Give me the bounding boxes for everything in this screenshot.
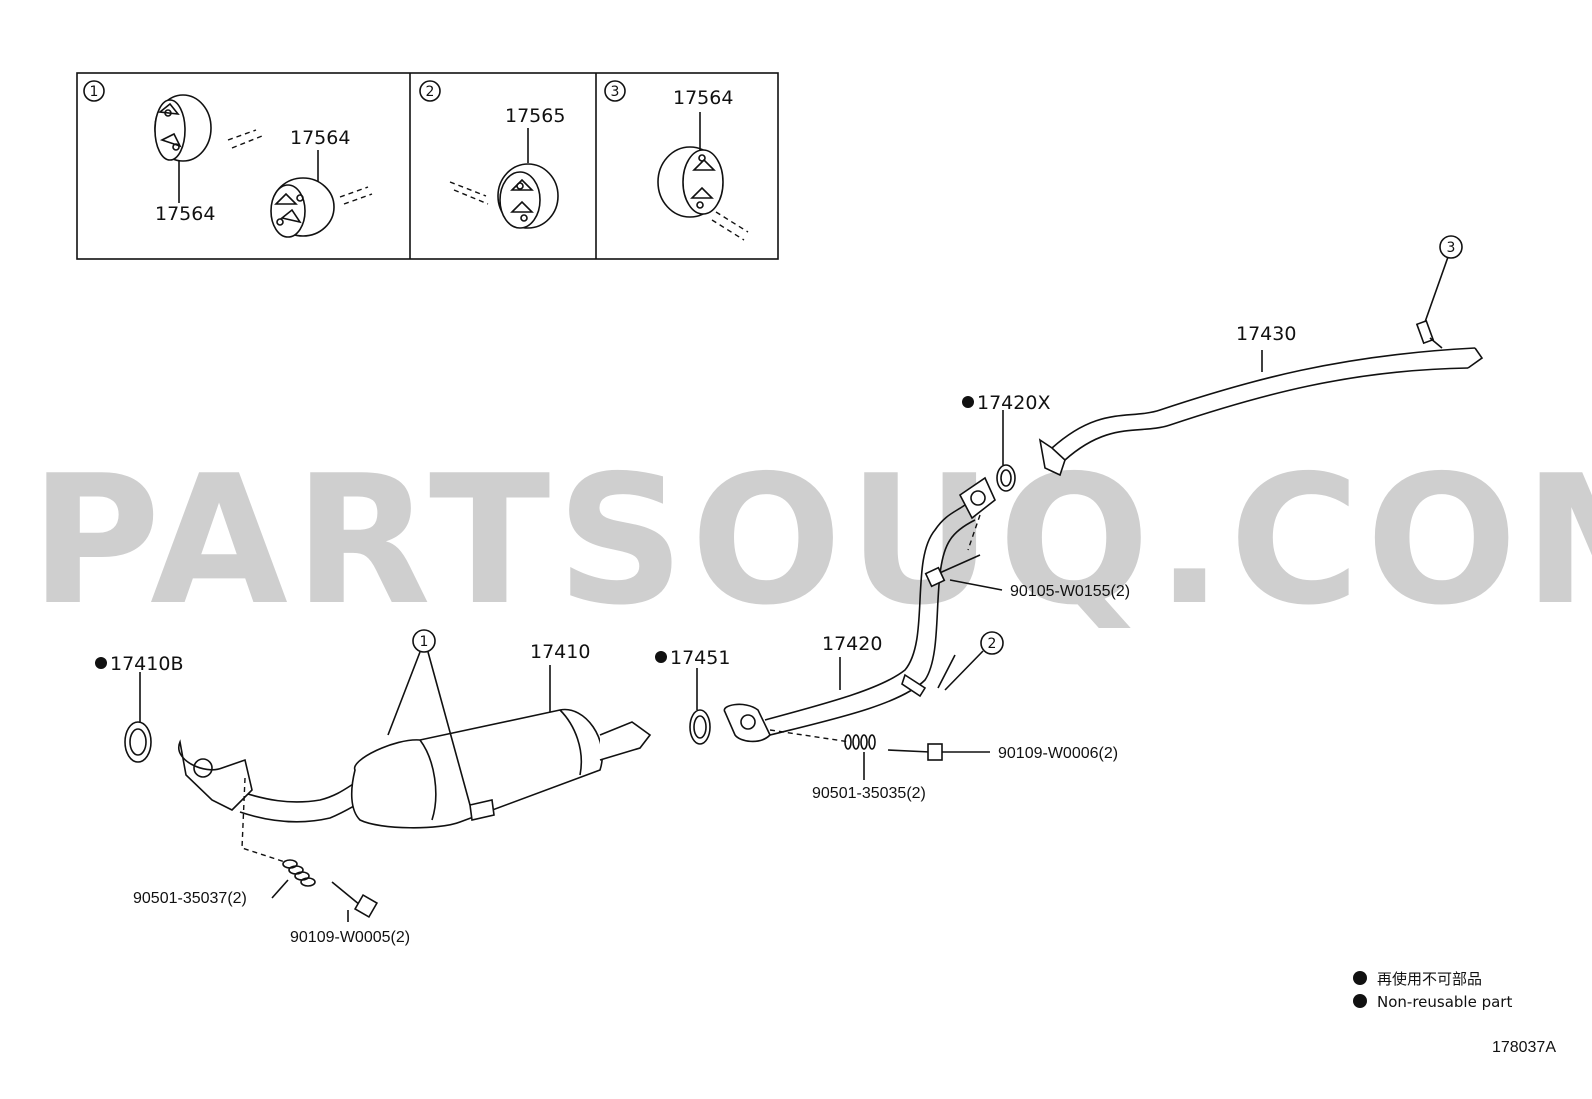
inset-2-number: 2: [426, 84, 435, 100]
callout-2-circle: [980, 631, 1004, 655]
bolt-90109-w0006-icon: [887, 743, 943, 761]
diagram-code: 178037A: [1492, 1039, 1556, 1056]
inset-3-number: 3: [611, 84, 620, 100]
non-reusable-marker: [962, 396, 974, 408]
inset-1-number: 1: [90, 84, 99, 100]
rubber-mount-icon: [270, 177, 335, 238]
legend-english: Non-reusable part: [1377, 993, 1512, 1011]
part-label-90109-w0005: 90109-W0005(2): [290, 929, 410, 946]
bolt-90105-icon: [924, 554, 981, 588]
inset-3-number-circle: [604, 80, 626, 102]
non-reusable-marker: [655, 651, 667, 663]
part-label-90501-35035: 90501-35035(2): [812, 785, 926, 802]
gasket-17420x: [996, 464, 1016, 492]
spring-90501-35035-icon: [844, 734, 876, 750]
part-label-17564-a: 17564: [155, 203, 215, 225]
part-label-17564-b: 17564: [290, 127, 350, 149]
rubber-mount-icon: [657, 146, 724, 218]
spring-90501-35037-icon: [282, 859, 316, 887]
part-label-90109-w0006: 90109-W0006(2): [998, 745, 1118, 762]
legend-japanese: 再使用不可部品: [1377, 970, 1482, 988]
legend-bullet-icon: [1353, 994, 1367, 1008]
part-label-17430: 17430: [1236, 323, 1296, 345]
part-label-90105-w0155: 90105-W0155(2): [1010, 583, 1130, 600]
callout-2-number: 2: [988, 636, 997, 652]
part-label-17564-c: 17564: [673, 87, 733, 109]
part-label-17420x: 17420X: [977, 392, 1050, 414]
part-label-17410b: 17410B: [110, 653, 183, 675]
legend-bullet-icon: [1353, 971, 1367, 985]
gasket-17451: [689, 709, 711, 745]
inset-2-number-circle: [419, 80, 441, 102]
part-label-17565: 17565: [505, 105, 565, 127]
callout-1-number: 1: [420, 634, 429, 650]
tail-pipe-17430: [1038, 319, 1484, 477]
legend: 再使用不可部品 Non-reusable part: [1353, 970, 1512, 1011]
bolt-90109-w0005-icon: [331, 881, 379, 919]
watermark: PARTSOUQ.COM: [30, 437, 1592, 644]
inset-1-number-circle: [83, 80, 105, 102]
part-label-17451: 17451: [670, 647, 730, 669]
catalytic-converter-17410: [177, 708, 652, 829]
inset-box-3: 3 17564: [604, 80, 749, 241]
center-pipe-17420: [723, 476, 996, 743]
callout-3-number: 3: [1447, 240, 1456, 256]
callout-3-circle: [1439, 235, 1463, 259]
rubber-mount-icon: [497, 163, 559, 229]
part-label-17420: 17420: [822, 633, 882, 655]
rubber-mount-icon: [154, 94, 212, 162]
non-reusable-marker: [95, 657, 107, 669]
part-label-17410: 17410: [530, 641, 590, 663]
inset-box-2: 2 17565: [419, 80, 565, 229]
gasket-17410b: [124, 721, 152, 763]
part-label-90501-35037: 90501-35037(2): [133, 890, 247, 907]
callout-1-circle: [412, 629, 436, 653]
inset-box-1: 1 17564 17564: [83, 80, 373, 238]
inset-panel: [76, 72, 779, 260]
